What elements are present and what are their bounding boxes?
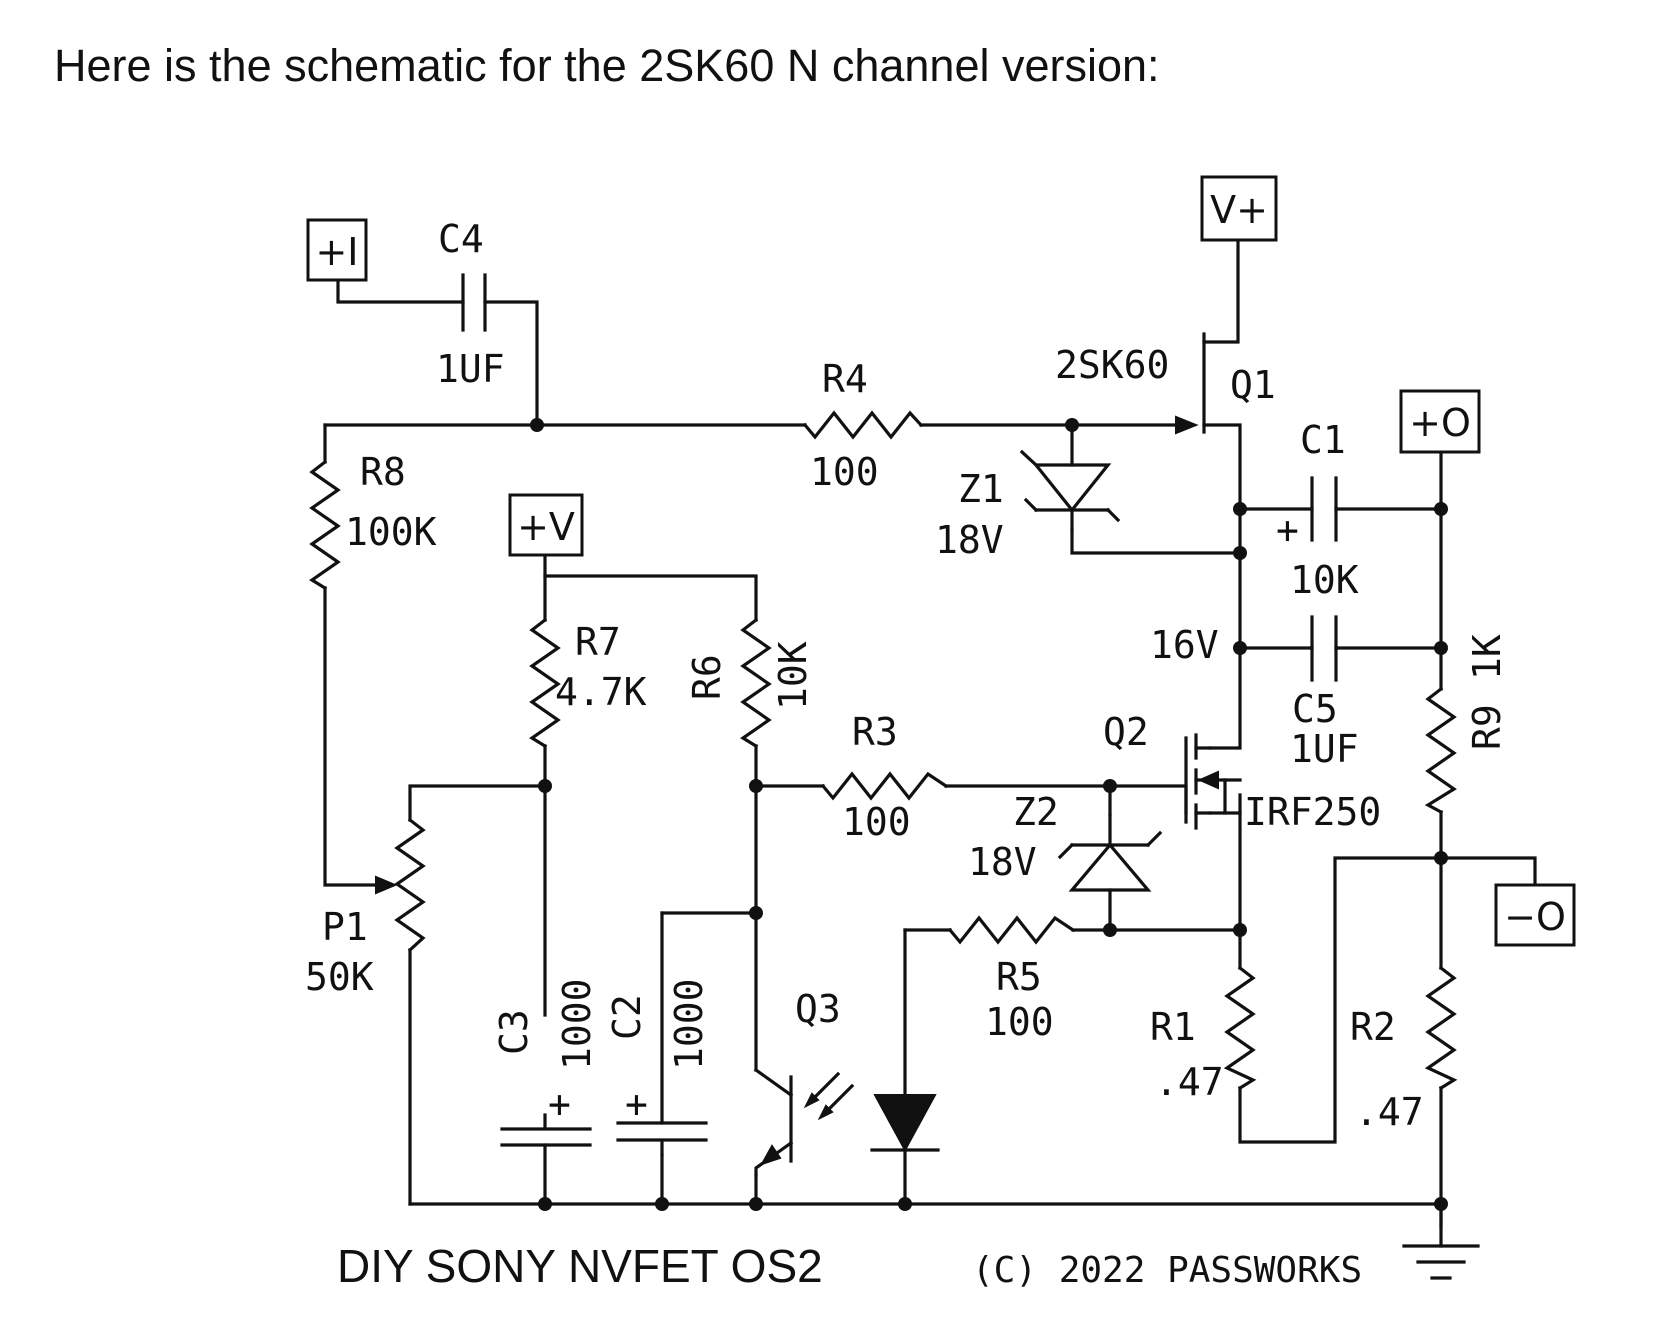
capacitor-c1 [1310, 476, 1338, 542]
c1-name: C1 [1300, 418, 1346, 462]
port-out-pos-label: +O [1409, 401, 1471, 445]
c4-value: 1UF [436, 347, 505, 391]
c2-polarity: + [625, 1082, 648, 1126]
resistor-r1 [1223, 965, 1257, 1091]
resistor-r7 [529, 617, 561, 749]
jfet-icon [1175, 332, 1206, 435]
r9-name: R9 [1465, 704, 1509, 750]
q2-name: Q2 [1103, 710, 1149, 754]
c4-name: C4 [438, 217, 484, 261]
z2-name: Z2 [1013, 790, 1059, 834]
r4-name: R4 [822, 357, 868, 401]
port-vplus: V+ [1200, 175, 1278, 242]
r7-value: 4.7K [555, 670, 647, 714]
port-supply-v: +V [508, 493, 584, 557]
resistor-r5 [947, 915, 1076, 945]
c2-value: 1000 [667, 978, 711, 1070]
node-16v-label: 16V [1150, 623, 1219, 667]
capacitor-c4 [461, 273, 487, 332]
c5-value: 1UF [1290, 727, 1359, 771]
r7-name: R7 [575, 620, 621, 664]
port-out-pos: +O [1399, 389, 1481, 454]
r1-name: R1 [1150, 1005, 1196, 1049]
c2-name: C2 [605, 994, 649, 1040]
r2-name: R2 [1350, 1005, 1396, 1049]
c3-name: C3 [492, 1009, 536, 1055]
ground-icon [1402, 1244, 1480, 1280]
r8-name: R8 [360, 450, 406, 494]
r5-name: R5 [996, 955, 1042, 999]
capacitor-c3 [500, 1113, 592, 1147]
resistor-r9 [1424, 686, 1457, 815]
port-input-label: +I [315, 230, 358, 274]
r6-value: 10K [771, 641, 815, 710]
c5-name: C5 [1292, 687, 1338, 731]
port-out-neg-label: −O [1504, 895, 1566, 939]
q2-part: IRF250 [1244, 790, 1381, 834]
q1-part: 2SK60 [1055, 343, 1169, 387]
junction-dots [530, 418, 1448, 1211]
resistor-r8 [309, 459, 341, 591]
page-heading: Here is the schematic for the 2SK60 N ch… [54, 40, 1160, 91]
r3-value: 100 [842, 800, 911, 844]
led-icon [870, 1094, 940, 1153]
z1-value: 18V [935, 518, 1004, 562]
resistor-r4 [802, 410, 924, 440]
r3-name: R3 [852, 710, 898, 754]
z1-name: Z1 [958, 467, 1004, 511]
c3-value: 1000 [555, 978, 599, 1070]
r9-value: 1K [1465, 634, 1509, 680]
capacitor-c5 [1310, 615, 1338, 682]
wires [323, 238, 1537, 1248]
r2-value: .47 [1355, 1090, 1424, 1134]
potentiometer-p1 [375, 817, 426, 953]
p1-name: P1 [322, 905, 368, 949]
port-supply-v-label: +V [517, 505, 575, 549]
mosfet-icon [1184, 733, 1242, 830]
resistor-r2 [1424, 965, 1458, 1091]
p1-value: 50K [305, 955, 374, 999]
q3-name: Q3 [795, 987, 841, 1031]
copyright-notice: (C) 2022 PASSWORKS [972, 1250, 1362, 1291]
zener-icon [1019, 449, 1121, 532]
capacitor-c2 [616, 1121, 708, 1157]
port-vplus-label: V+ [1210, 188, 1268, 232]
r6-name: R6 [685, 654, 729, 700]
c3-polarity: + [548, 1082, 571, 1126]
resistor-r3 [820, 771, 949, 801]
schematic-title: DIY SONY NVFET OS2 [337, 1240, 823, 1292]
r4-value: 100 [810, 450, 879, 494]
q1-name: Q1 [1230, 363, 1276, 407]
port-input: +I [306, 218, 368, 282]
r1-value: .47 [1155, 1060, 1224, 1104]
port-out-neg: −O [1494, 883, 1576, 947]
r5-value: 100 [985, 1000, 1054, 1044]
resistor-r6 [740, 617, 772, 749]
component-labels: C4 1UF R8 100K R4 100 2SK60 Q1 Z1 18V C1… [305, 217, 1509, 1134]
c1-value: 10K [1290, 558, 1359, 602]
z2-value: 18V [968, 840, 1037, 884]
r8-value: 100K [345, 510, 437, 554]
c1-polarity: + [1276, 508, 1299, 552]
zener-icon [1057, 813, 1163, 892]
phototransistor-icon [753, 1067, 855, 1177]
